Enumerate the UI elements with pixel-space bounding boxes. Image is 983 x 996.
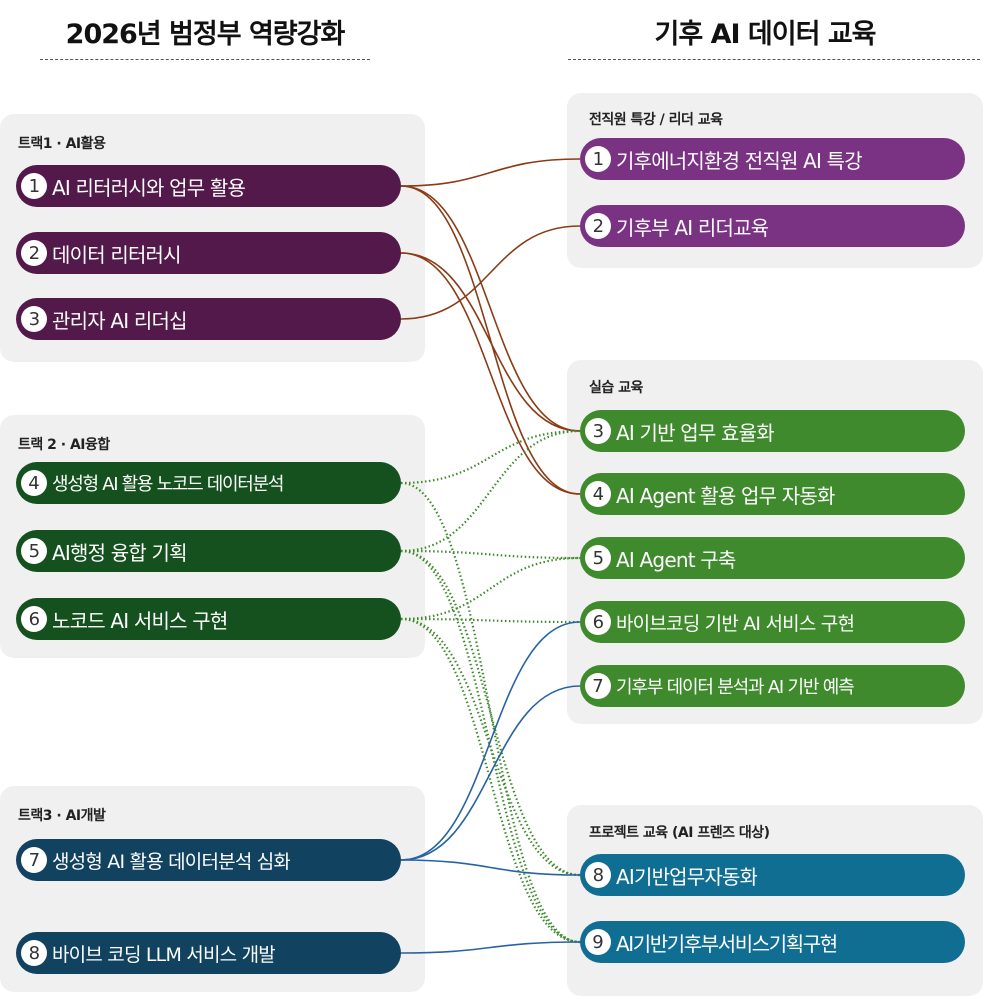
track1-title: 트랙1 · AI활용 xyxy=(18,136,106,152)
course-number-badge: 2 xyxy=(21,240,47,266)
connector-L6-to-R6 xyxy=(400,617,581,624)
course-number-badge: 3 xyxy=(585,418,611,444)
course-label: AI 리터러시와 업무 활용 xyxy=(52,175,246,200)
course-label: AI기반업무자동화 xyxy=(616,864,758,889)
track3-title: 트랙3 · AI개발 xyxy=(18,808,106,824)
course-number-badge: 9 xyxy=(585,929,611,955)
course-label: 생성형 AI 활용 노코드 데이터분석 xyxy=(52,474,284,495)
connector-L7-to-R7 xyxy=(400,685,581,861)
connector-L6-to-R5 xyxy=(400,556,581,621)
track2-course-6[interactable]: 6 노코드 AI 서비스 구현 xyxy=(16,598,401,640)
left-header-title: 2026년 범정부 역량강화 xyxy=(65,19,346,50)
course-label: 바이브 코딩 LLM 서비스 개발 xyxy=(52,943,275,966)
course-label: 기후부 AI 리더교육 xyxy=(616,215,769,240)
connector-L1-to-R1 xyxy=(400,158,581,187)
climate-course-6[interactable]: 6 바이브코딩 기반 AI 서비스 구현 xyxy=(580,601,965,643)
course-number-badge: 8 xyxy=(585,862,611,888)
climate-course-9[interactable]: 9 AI기반기후부서비스기획구현 xyxy=(580,921,965,963)
course-number-badge: 2 xyxy=(585,213,611,239)
climate-course-3[interactable]: 3 AI 기반 업무 효율화 xyxy=(580,410,965,452)
group3-panel: 프로젝트 교육 (AI 프렌즈 대상) xyxy=(567,805,983,996)
track1-course-3[interactable]: 3 관리자 AI 리더십 xyxy=(16,298,401,340)
connector-L2-to-R3 xyxy=(400,252,581,432)
climate-course-2[interactable]: 2 기후부 AI 리더교육 xyxy=(580,205,965,247)
course-number-badge: 3 xyxy=(21,306,47,332)
climate-course-1[interactable]: 1 기후에너지환경 전직원 AI 특강 xyxy=(580,138,965,180)
track2-course-4[interactable]: 4 생성형 AI 활용 노코드 데이터분석 xyxy=(16,462,401,504)
course-label: 바이브코딩 기반 AI 서비스 구현 xyxy=(616,612,855,635)
group3-title: 프로젝트 교육 (AI 프렌즈 대상) xyxy=(589,825,770,841)
connector-L5-to-R3 xyxy=(400,429,581,553)
climate-course-8[interactable]: 8 AI기반업무자동화 xyxy=(580,854,965,896)
connector-L6-to-R8 xyxy=(400,617,581,877)
connector-L6-to-R9 xyxy=(400,617,581,944)
course-label: AI Agent 활용 업무 자동화 xyxy=(616,483,835,508)
course-label: AI기반기후부서비스기획구현 xyxy=(616,931,837,956)
course-number-badge: 4 xyxy=(585,481,611,507)
course-number-badge: 1 xyxy=(585,146,611,172)
track1-course-2[interactable]: 2 데이터 리터러시 xyxy=(16,232,401,274)
course-number-badge: 7 xyxy=(21,847,47,873)
connector-L5-to-R5 xyxy=(400,549,581,560)
course-label: AI행정 융합 기획 xyxy=(52,540,187,565)
course-label: 관리자 AI 리더십 xyxy=(52,308,187,333)
connector-L1-to-R3 xyxy=(400,185,581,432)
group2-title: 실습 교육 xyxy=(589,380,643,396)
course-number-badge: 7 xyxy=(585,673,611,699)
connector-L3-to-R2 xyxy=(400,225,581,320)
left-header-divider xyxy=(40,59,370,60)
connector-L4-to-R3 xyxy=(400,429,581,485)
course-number-badge: 8 xyxy=(21,940,47,966)
climate-course-5[interactable]: 5 AI Agent 구축 xyxy=(580,537,965,579)
group1-title: 전직원 특강 / 리더 교육 xyxy=(589,112,723,128)
connector-L2-to-R4 xyxy=(400,252,581,495)
right-header-title: 기후 AI 데이터 교육 xyxy=(654,19,876,50)
connector-L7-to-R6 xyxy=(400,621,581,861)
course-label: 기후에너지환경 전직원 AI 특강 xyxy=(616,148,862,173)
course-label: 기후부 데이터 분석과 AI 기반 예측 xyxy=(616,677,854,698)
course-label: AI Agent 구축 xyxy=(616,547,736,572)
course-label: 노코드 AI 서비스 구현 xyxy=(52,608,228,633)
course-label: 생성형 AI 활용 데이터분석 심화 xyxy=(52,850,291,873)
track2-course-5[interactable]: 5 AI행정 융합 기획 xyxy=(16,530,401,572)
connector-L7-to-R8 xyxy=(400,859,581,876)
course-number-badge: 5 xyxy=(585,545,611,571)
climate-course-4[interactable]: 4 AI Agent 활용 업무 자동화 xyxy=(580,473,965,515)
connector-L8-to-R9 xyxy=(400,941,581,954)
course-number-badge: 6 xyxy=(21,606,47,632)
track3-course-7[interactable]: 7 생성형 AI 활용 데이터분석 심화 xyxy=(16,839,401,881)
right-header-divider xyxy=(568,59,980,60)
climate-course-7[interactable]: 7 기후부 데이터 분석과 AI 기반 예측 xyxy=(580,665,965,707)
course-label: AI 기반 업무 효율화 xyxy=(616,420,774,445)
course-number-badge: 1 xyxy=(21,173,47,199)
track2-title: 트랙 2 · AI융합 xyxy=(18,437,110,453)
course-number-badge: 6 xyxy=(585,609,611,635)
track3-course-8[interactable]: 8 바이브 코딩 LLM 서비스 개발 xyxy=(16,932,401,974)
connector-L4-to-R9 xyxy=(400,481,581,944)
connector-L1-to-R4 xyxy=(400,185,581,495)
course-number-badge: 5 xyxy=(21,538,47,564)
track1-course-1[interactable]: 1 AI 리터러시와 업무 활용 xyxy=(16,165,401,207)
course-label: 데이터 리터러시 xyxy=(52,242,181,267)
course-number-badge: 4 xyxy=(21,470,47,496)
